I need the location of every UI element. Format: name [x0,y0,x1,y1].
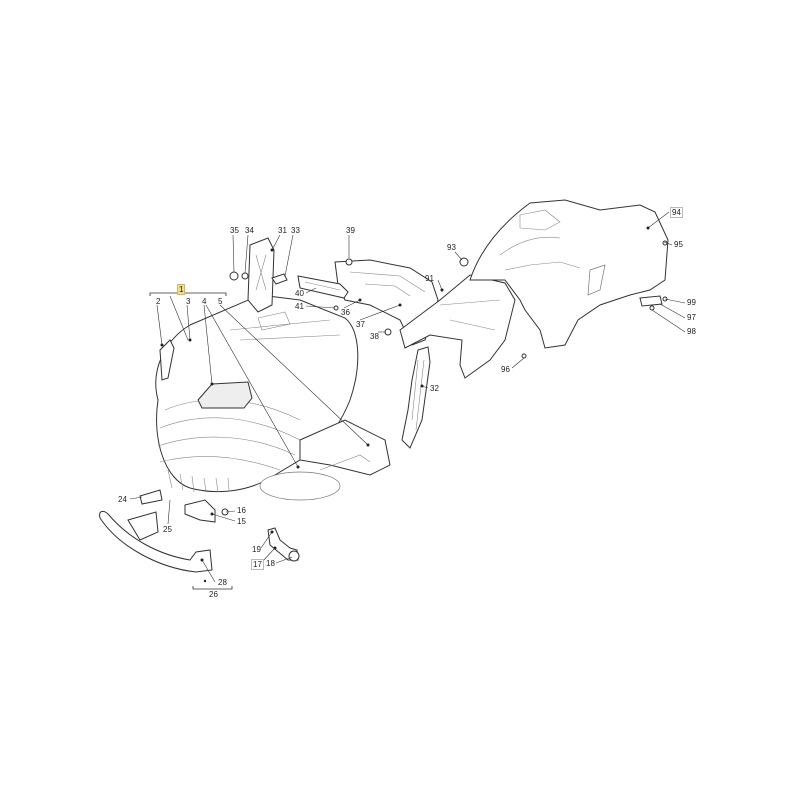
part-label-24[interactable]: 24 [118,495,127,504]
part-label-95[interactable]: 95 [674,240,683,249]
part-label-37[interactable]: 37 [356,320,365,329]
part-label-36[interactable]: 36 [341,308,350,317]
part-label-98[interactable]: 98 [687,327,696,336]
part-label-26[interactable]: 26 [209,590,218,599]
leader-dots [160,226,650,583]
side-rail-part [401,346,431,449]
part-label-28[interactable]: 28 [218,578,227,587]
part-label-25[interactable]: 25 [163,525,172,534]
part-label-3[interactable]: 3 [186,297,191,306]
part-label-2[interactable]: 2 [156,297,161,306]
part-label-35[interactable]: 35 [230,226,239,235]
part-label-17[interactable]: 17 [251,559,264,570]
part-label-15[interactable]: 15 [237,517,246,526]
part-label-38[interactable]: 38 [370,332,379,341]
part-label-1[interactable]: 1 [177,284,186,295]
part-label-39[interactable]: 39 [346,226,355,235]
part-label-5[interactable]: 5 [218,297,223,306]
part-label-94[interactable]: 94 [670,207,683,218]
leader-lines [129,211,686,590]
part-label-4[interactable]: 4 [202,297,207,306]
part-label-16[interactable]: 16 [237,506,246,515]
rear-fender-part [469,199,669,349]
part-label-96[interactable]: 96 [501,365,510,374]
part-label-18[interactable]: 18 [266,559,275,568]
part-label-97[interactable]: 97 [687,313,696,322]
part-label-91[interactable]: 91 [425,274,434,283]
part-label-32[interactable]: 32 [430,384,439,393]
part-label-40[interactable]: 40 [295,289,304,298]
part-label-41[interactable]: 41 [295,302,304,311]
part-label-99[interactable]: 99 [687,298,696,307]
hood-part [155,294,391,501]
part-label-31[interactable]: 31 [278,226,287,235]
part-label-34[interactable]: 34 [245,226,254,235]
part-label-93[interactable]: 93 [447,243,456,252]
dash-side-panel-part [247,237,275,313]
shroud-trim-part [297,275,349,299]
part-label-19[interactable]: 19 [252,545,261,554]
headlight-lens-part [159,339,175,381]
hood-vent-part [197,381,253,409]
front-bumper-part [99,510,213,573]
part-label-33[interactable]: 33 [291,226,300,235]
running-board-part [399,274,516,379]
